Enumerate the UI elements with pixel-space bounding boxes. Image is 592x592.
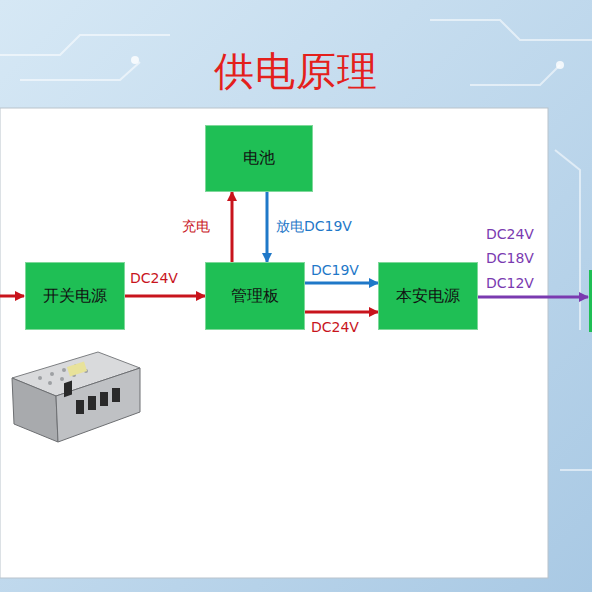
- power-arrow: [231, 192, 234, 262]
- power-arrow: [266, 192, 269, 262]
- box-label: 管理板: [231, 286, 279, 307]
- power-arrow: [305, 282, 378, 285]
- power-arrow: [125, 295, 205, 298]
- power-supply-illustration: [12, 352, 140, 442]
- power-arrow: [305, 311, 378, 314]
- input-arrow: [0, 295, 24, 298]
- voltage-label: DC19V: [311, 262, 359, 278]
- voltage-label: DC24V: [130, 270, 178, 286]
- process-box: 管理板: [205, 262, 305, 330]
- output-voltage: DC24V: [486, 226, 534, 242]
- output-voltage: DC12V: [486, 275, 534, 291]
- box-label: 本安电源: [396, 286, 460, 307]
- output-arrow: [478, 296, 588, 299]
- cut-off-box: [589, 270, 592, 332]
- box-label: 电池: [243, 148, 275, 169]
- voltage-label: DC24V: [311, 319, 359, 335]
- output-voltage: DC18V: [486, 250, 534, 266]
- white-panel: [0, 108, 548, 578]
- box-label: 开关电源: [43, 286, 107, 307]
- diagram-title: 供电原理: [0, 44, 592, 99]
- process-box: 本安电源: [378, 262, 478, 330]
- voltage-label: 充电: [182, 218, 210, 236]
- process-box: 电池: [205, 125, 313, 192]
- voltage-label: 放电DC19V: [276, 218, 352, 236]
- process-box: 开关电源: [25, 262, 125, 330]
